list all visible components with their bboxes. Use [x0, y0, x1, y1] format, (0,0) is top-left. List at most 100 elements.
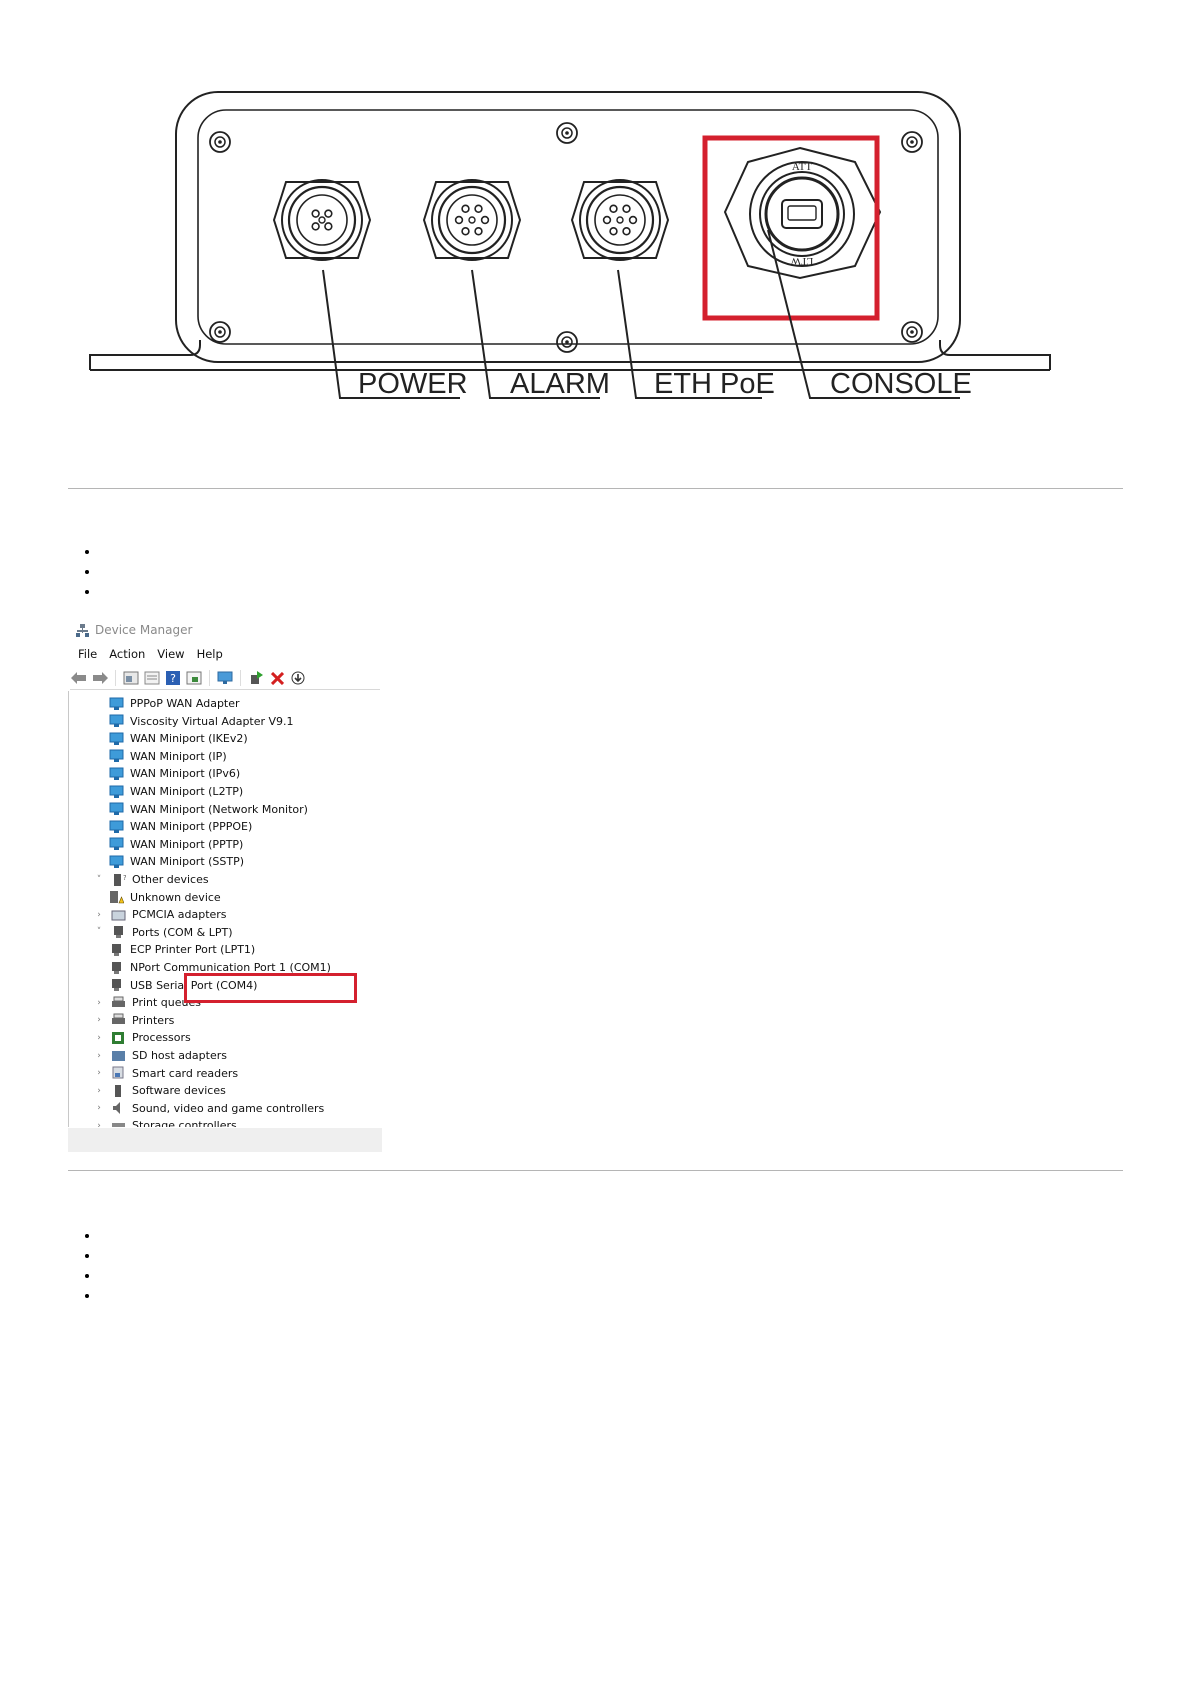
window-title: Device Manager [95, 623, 193, 637]
tree-item-label: ECP Printer Port (LPT1) [130, 943, 256, 957]
download-icon[interactable] [289, 669, 307, 687]
update-driver-icon[interactable] [247, 669, 265, 687]
sd-card-icon [111, 1049, 126, 1063]
tree-item[interactable]: WAN Miniport (PPTP) [109, 836, 243, 853]
leader-lines [322, 229, 960, 399]
network-adapter-icon [109, 714, 124, 728]
eth-poe-connector [570, 179, 670, 261]
tree-item-label: Other devices [132, 873, 209, 886]
tree-item[interactable]: USB Serial Port (COM4) [109, 977, 257, 994]
tree-item-label: PCMCIA adapters [132, 908, 227, 922]
tree-item[interactable]: › Smart card readers [93, 1065, 238, 1082]
tree-item-label: Software devices [132, 1084, 226, 1098]
smart-card-icon [111, 1066, 126, 1080]
tree-item[interactable]: Viscosity Virtual Adapter V9.1 [109, 713, 294, 730]
tree-item-label: WAN Miniport (PPTP) [130, 837, 244, 851]
tree-item[interactable]: › Software devices [93, 1082, 226, 1099]
tree-item[interactable]: Unknown device [109, 889, 221, 906]
network-adapter-icon [109, 802, 124, 816]
tree-item-label: WAN Miniport (Network Monitor) [130, 802, 308, 816]
tree-item-label: Processors [132, 1031, 191, 1045]
printer-icon [111, 996, 126, 1010]
pcmcia-icon [111, 908, 126, 922]
tree-item-label: Print queues [132, 996, 201, 1010]
other-devices-icon: ? [111, 873, 127, 887]
tree-item[interactable]: › Print queues [93, 994, 201, 1011]
tree-item[interactable]: › Printers [93, 1012, 174, 1029]
bullet-list-2 [72, 1226, 100, 1306]
power-connector [272, 179, 372, 261]
expand-chevron-icon[interactable]: › [97, 1032, 101, 1043]
screw-icon [901, 321, 923, 343]
tree-item[interactable]: › Processors [93, 1029, 191, 1046]
tree-item[interactable]: ECP Printer Port (LPT1) [109, 941, 255, 958]
properties-icon[interactable] [122, 669, 140, 687]
forward-arrow-icon[interactable] [91, 669, 109, 687]
network-adapter-icon [109, 855, 124, 869]
tree-item-label: Storage controllers [132, 1119, 237, 1127]
port-icon [109, 961, 124, 975]
tree-item-label: WAN Miniport (IKEv2) [130, 732, 248, 746]
menu-help[interactable]: Help [196, 647, 223, 661]
svg-text:?: ? [123, 874, 126, 882]
usb-serial-port-highlight [184, 973, 357, 1003]
view-icon[interactable] [185, 669, 203, 687]
tree-item[interactable]: WAN Miniport (IKEv2) [109, 730, 248, 747]
expand-chevron-icon[interactable]: › [97, 1050, 101, 1061]
tree-item-label: USB Serial Port (COM4) [130, 978, 258, 992]
collapse-chevron-icon[interactable]: ˅ [96, 927, 102, 938]
tree-item[interactable]: PPPoP WAN Adapter [109, 695, 240, 712]
expand-chevron-icon[interactable]: › [97, 1120, 101, 1127]
expand-chevron-icon[interactable]: › [97, 1015, 101, 1026]
tree-item-label: Ports (COM & LPT) [132, 925, 233, 939]
monitor-icon[interactable] [216, 669, 234, 687]
window-title-bar: Device Manager [76, 620, 192, 640]
screw-icon [209, 321, 231, 343]
screws [209, 122, 923, 353]
network-adapter-icon [109, 767, 124, 781]
tree-item[interactable]: WAN Miniport (IP) [109, 748, 227, 765]
expand-chevron-icon[interactable]: › [97, 1103, 101, 1114]
help-icon[interactable]: ? [164, 669, 182, 687]
tree-item[interactable]: ›Sound, video and game controllers [93, 1100, 324, 1117]
expand-chevron-icon[interactable]: › [97, 997, 101, 1008]
label-alarm: ALARM [510, 368, 610, 400]
tree-item-label: Printers [132, 1013, 175, 1027]
tree-item[interactable]: WAN Miniport (SSTP) [109, 853, 244, 870]
tree-item[interactable]: WAN Miniport (Network Monitor) [109, 801, 308, 818]
expand-chevron-icon[interactable]: › [97, 1068, 101, 1079]
details-icon[interactable] [143, 669, 161, 687]
connector-marking-top: ATT [792, 161, 812, 173]
tree-item[interactable]: › Storage controllers [93, 1117, 237, 1127]
back-arrow-icon[interactable] [70, 669, 88, 687]
tree-item[interactable]: ˅ Ports (COM & LPT) [93, 924, 233, 941]
screw-icon [209, 131, 231, 153]
tree-item-label: WAN Miniport (IPv6) [130, 767, 241, 781]
tree-item-label: Smart card readers [132, 1066, 239, 1080]
toolbar-separator [115, 670, 116, 686]
label-eth-poe: ETH PoE [654, 368, 775, 400]
menu-view[interactable]: View [157, 647, 185, 661]
uninstall-icon[interactable] [268, 669, 286, 687]
collapse-chevron-icon[interactable]: ˅ [96, 874, 102, 885]
storage-icon [111, 1119, 126, 1127]
processor-icon [111, 1031, 126, 1045]
toolbar: ? [70, 667, 380, 690]
tree-item[interactable]: WAN Miniport (IPv6) [109, 765, 240, 782]
device-manager-window: Device Manager File Action View Help ? P… [68, 617, 382, 1152]
network-adapter-icon [109, 749, 124, 763]
tree-item[interactable]: › SD host adapters [93, 1047, 227, 1064]
menu-action[interactable]: Action [109, 647, 146, 661]
expand-chevron-icon[interactable]: › [97, 909, 101, 920]
expand-chevron-icon[interactable]: › [97, 1085, 101, 1096]
tree-item[interactable]: ˅? Other devices [93, 871, 209, 888]
tree-item-label: SD host adapters [132, 1049, 227, 1062]
tree-item[interactable]: NPort Communication Port 1 (COM1) [109, 959, 331, 976]
menu-file[interactable]: File [78, 647, 98, 661]
tree-item[interactable]: › PCMCIA adapters [93, 906, 227, 923]
tree-item[interactable]: WAN Miniport (PPPOE) [109, 818, 252, 835]
network-adapter-icon [109, 785, 124, 799]
tree-item[interactable]: WAN Miniport (L2TP) [109, 783, 243, 800]
tree-item-label: Unknown device [130, 890, 221, 904]
